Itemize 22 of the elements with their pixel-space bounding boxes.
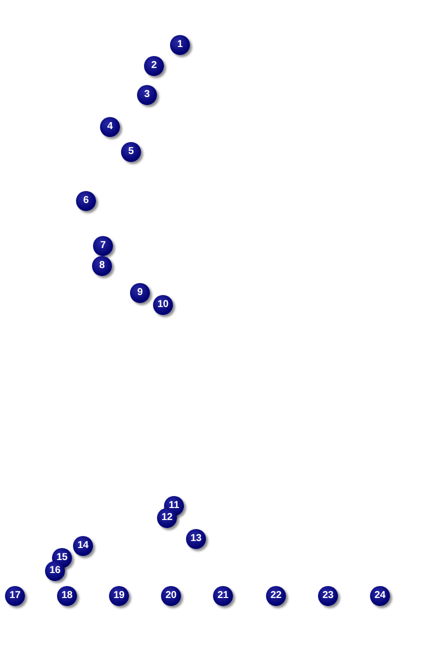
callout-number: 21 xyxy=(213,586,233,606)
callout-number: 14 xyxy=(73,536,93,556)
callout-number: 3 xyxy=(137,85,157,105)
callout-number: 23 xyxy=(318,586,338,606)
callout-number: 10 xyxy=(153,295,173,315)
callout-number: 16 xyxy=(45,561,65,581)
callout-number: 1 xyxy=(170,35,190,55)
callout-number: 18 xyxy=(57,586,77,606)
callout-number: 6 xyxy=(76,191,96,211)
callout-number: 13 xyxy=(186,529,206,549)
callout-number: 12 xyxy=(157,508,177,528)
callout-number: 7 xyxy=(93,236,113,256)
callout-number: 24 xyxy=(370,586,390,606)
callout-number: 20 xyxy=(161,586,181,606)
callout-number: 9 xyxy=(130,283,150,303)
callout-number: 8 xyxy=(92,256,112,276)
callout-number: 22 xyxy=(266,586,286,606)
callout-number: 17 xyxy=(5,586,25,606)
callout-number: 5 xyxy=(121,142,141,162)
callout-number: 4 xyxy=(100,117,120,137)
callout-number: 19 xyxy=(109,586,129,606)
callout-number: 2 xyxy=(144,56,164,76)
